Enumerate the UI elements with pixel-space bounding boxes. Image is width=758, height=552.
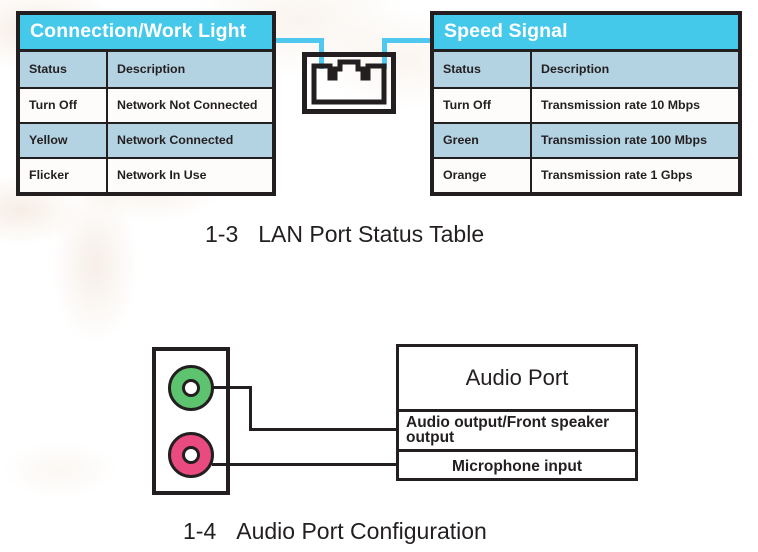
connection-work-light-table: Connection/Work Light Status Description…: [16, 11, 276, 197]
table-row: Turn Off Network Not Connected: [20, 87, 272, 123]
pink-jack-leader-horizontal: [212, 463, 397, 466]
connection-table-title: Connection/Work Light: [20, 15, 272, 53]
speed-row-1-description: Transmission rate 100 Mbps: [541, 133, 707, 148]
microphone-input-row: Microphone input: [451, 457, 582, 475]
lan-caption-text: LAN Port Status Table: [258, 221, 485, 247]
lan-caption-number: 1-3: [205, 221, 239, 247]
green-jack-leader-vertical: [249, 386, 252, 431]
connection-row-0-description: Network Not Connected: [117, 98, 258, 113]
speed-table-header-status: Status: [434, 52, 532, 88]
connection-table-header-description: Description: [117, 62, 186, 77]
speed-table-header-row: Status Description: [434, 52, 738, 88]
audio-caption-number: 1-4: [183, 518, 217, 544]
audio-port-title: Audio Port: [399, 347, 635, 412]
table-row: Turn Off Transmission rate 10 Mbps: [434, 87, 738, 123]
pink-jack-hole: [182, 446, 200, 464]
lan-port-caption: 1-3 LAN Port Status Table: [205, 221, 484, 248]
audio-output-row: Audio output/Front speaker output: [399, 412, 635, 452]
connection-row-2-description: Network In Use: [117, 168, 207, 183]
connector-line-right-horizontal: [382, 38, 432, 43]
audio-caption-text: Audio Port Configuration: [236, 518, 487, 544]
table-row: Green Transmission rate 100 Mbps: [434, 122, 738, 158]
connection-table-header-row: Status Description: [20, 52, 272, 88]
connector-line-left-horizontal: [276, 38, 324, 43]
green-jack-leader-horizontal-1: [212, 386, 252, 389]
speed-signal-table: Speed Signal Status Description Turn Off…: [430, 11, 742, 197]
green-jack-leader-horizontal-2: [249, 428, 397, 431]
connection-row-0-status: Turn Off: [20, 89, 108, 123]
connection-row-2-status: Flicker: [20, 159, 108, 193]
rj45-lan-port-icon: [302, 52, 396, 119]
speed-row-0-status: Turn Off: [434, 89, 532, 123]
audio-port-info-box: Audio Port Audio output/Front speaker ou…: [396, 344, 638, 481]
table-row: Flicker Network In Use: [20, 157, 272, 193]
speed-row-0-description: Transmission rate 10 Mbps: [541, 98, 701, 113]
table-row: Orange Transmission rate 1 Gbps: [434, 157, 738, 193]
pink-audio-jack: [168, 432, 214, 478]
speed-row-2-description: Transmission rate 1 Gbps: [541, 168, 693, 183]
green-jack-hole: [182, 379, 200, 397]
table-row: Yellow Network Connected: [20, 122, 272, 158]
speed-table-title: Speed Signal: [434, 15, 738, 53]
speed-row-1-status: Green: [434, 124, 532, 158]
connection-table-header-status: Status: [20, 52, 108, 88]
speed-table-header-description: Description: [541, 62, 610, 77]
speed-row-2-status: Orange: [434, 159, 532, 193]
green-audio-jack: [168, 365, 214, 411]
connection-row-1-description: Network Connected: [117, 133, 234, 148]
audio-port-caption: 1-4 Audio Port Configuration: [183, 518, 487, 545]
connection-row-1-status: Yellow: [20, 124, 108, 158]
